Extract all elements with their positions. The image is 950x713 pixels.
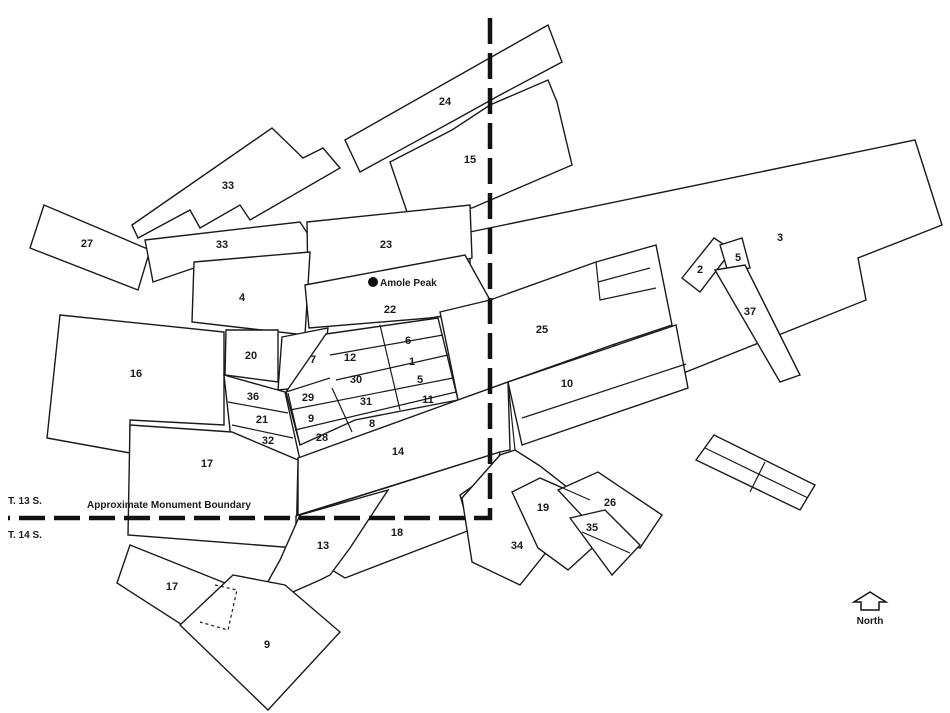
parcel-33-upper — [131, 127, 342, 239]
parcel-24 — [344, 23, 563, 173]
label-9: 9 — [308, 413, 314, 425]
east-square-vertical — [749, 461, 766, 493]
label-16: 16 — [130, 368, 142, 380]
block-row-1 — [329, 334, 444, 356]
township-south-label: T. 14 S. — [8, 530, 42, 541]
label-32: 32 — [262, 435, 274, 447]
block-col-3 — [287, 392, 301, 446]
label-27: 27 — [81, 238, 93, 250]
label-15: 15 — [464, 154, 476, 166]
label-31: 31 — [360, 396, 372, 408]
township-north-label: T. 13 S. — [8, 496, 42, 507]
label-20: 20 — [245, 350, 257, 362]
parcel-9-dotted-box — [199, 584, 238, 631]
label-1: 1 — [409, 356, 415, 368]
parcel-37 — [713, 264, 801, 383]
parcel-9-south — [178, 574, 342, 712]
north-arrow-icon — [851, 591, 889, 611]
parcel-25-divider — [521, 363, 687, 419]
parcel-14-slit — [507, 381, 516, 451]
label-22: 22 — [384, 304, 396, 316]
label-33-lower: 33 — [216, 239, 228, 251]
parcel-36-divider — [227, 401, 289, 414]
label-36: 36 — [247, 391, 259, 403]
label-14: 14 — [392, 446, 405, 458]
label-19: 19 — [537, 502, 549, 514]
label-17-south: 17 — [166, 581, 178, 593]
label-37: 37 — [744, 306, 756, 318]
label-26: 26 — [604, 497, 616, 509]
parcel-3-notch — [595, 261, 657, 301]
label-23: 23 — [380, 239, 392, 251]
parcel-4 — [191, 251, 311, 336]
parcel-27 — [29, 204, 151, 291]
label-11: 11 — [422, 394, 434, 406]
peak-label: Amole Peak — [380, 278, 437, 289]
label-7: 7 — [310, 354, 316, 366]
peak-marker — [368, 277, 378, 287]
block-row-2 — [335, 354, 449, 381]
label-12: 12 — [344, 352, 356, 364]
parcel-21-divider — [231, 424, 294, 439]
label-4: 4 — [239, 292, 246, 304]
label-6: 6 — [405, 335, 411, 347]
monument-boundary-line — [8, 18, 493, 521]
parcel-10 — [507, 324, 689, 446]
label-29: 29 — [302, 392, 314, 404]
block-row-4 — [294, 391, 457, 431]
label-30: 30 — [350, 374, 362, 386]
label-18: 18 — [391, 527, 403, 539]
block-col-2 — [331, 387, 353, 433]
block-row-3 — [289, 377, 454, 411]
label-25: 25 — [536, 324, 548, 336]
parcel-35-spike — [581, 531, 631, 554]
label-17: 17 — [201, 458, 213, 470]
label-34: 34 — [511, 540, 524, 552]
label-9-south: 9 — [264, 639, 270, 651]
east-square-horizontal — [704, 447, 809, 499]
label-33-upper: 33 — [222, 180, 234, 192]
block-29-divider — [285, 377, 331, 393]
label-5: 5 — [417, 374, 423, 386]
block-col-1 — [379, 324, 401, 411]
parcel-5-east — [719, 237, 751, 273]
label-2: 2 — [697, 264, 703, 276]
label-8: 8 — [369, 418, 375, 430]
boundary-label: Approximate Monument Boundary — [87, 500, 251, 511]
north-label: North — [857, 616, 884, 627]
label-21: 21 — [256, 414, 268, 426]
label-13: 13 — [317, 540, 329, 552]
parcel-19-divider — [539, 477, 591, 501]
label-35: 35 — [586, 522, 598, 534]
label-28: 28 — [316, 432, 328, 444]
parcel-16 — [46, 314, 225, 454]
label-24: 24 — [439, 96, 452, 108]
parcel-3-notch-divider — [597, 267, 651, 283]
label-10: 10 — [561, 378, 573, 390]
label-3: 3 — [777, 232, 783, 244]
label-5-east: 5 — [735, 252, 741, 264]
